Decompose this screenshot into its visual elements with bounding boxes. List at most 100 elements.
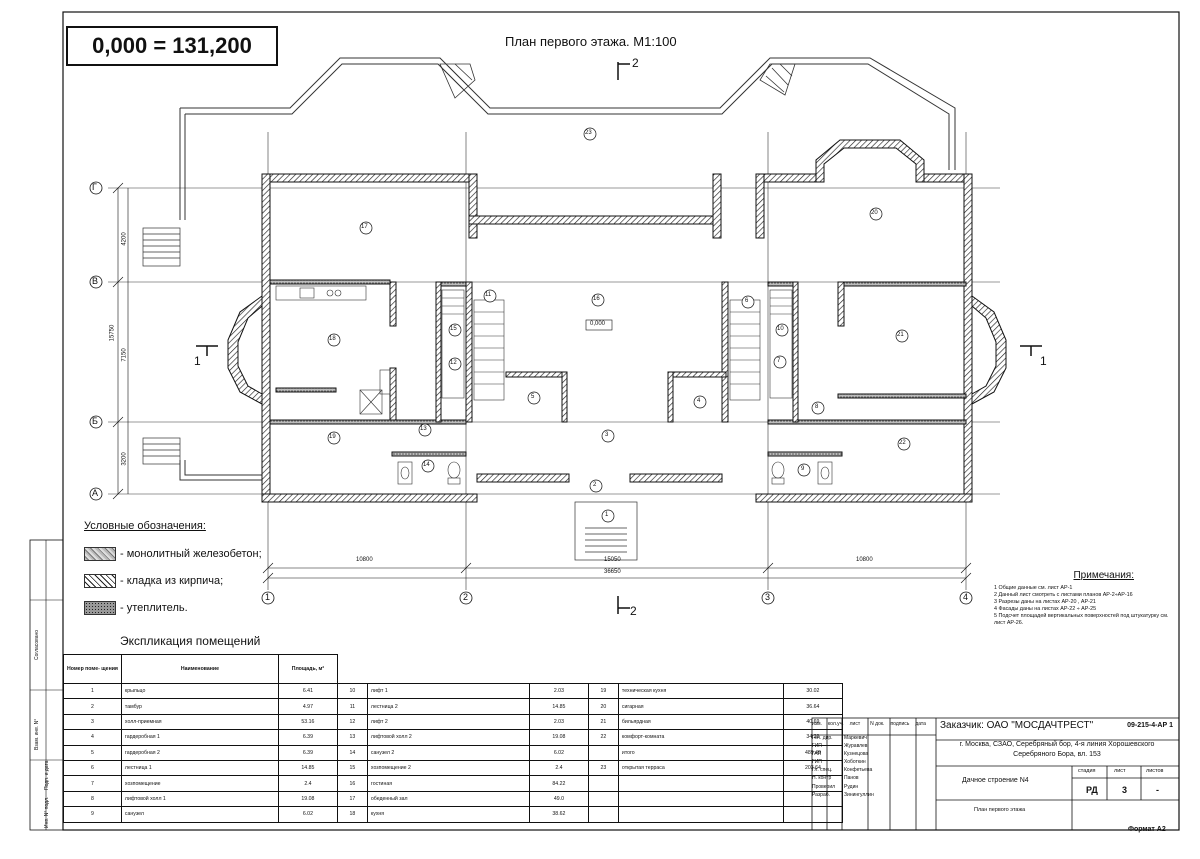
room-number-18: 18 [329,336,336,342]
room-number-20: 20 [871,210,878,216]
side-stair-bottom [142,437,181,465]
floor-level-label: 0,000 [590,321,606,327]
signature-column-header: кол.уч. [827,721,844,727]
note-item: 2 Данный лист смотреть с листами планов … [994,592,1133,598]
table-cell: 30.02 [782,682,843,700]
side-stamp-inv: Инв. N° подл. [44,796,50,828]
table-cell: 19 [587,682,619,700]
table-cell: гардеробная 1 [120,729,279,746]
table-cell: 20 [587,698,619,715]
table-cell: 6 [63,759,122,777]
axis-label-3: 3 [765,592,771,602]
room-number-3: 3 [605,432,609,438]
signature-role: ГАП [812,751,822,758]
table-cell: итого [617,744,784,761]
table-cell: 8 [63,790,122,808]
table-cell: 3 [63,713,122,731]
dim-3-4: 10800 [856,557,873,563]
table-cell: 2 [63,698,122,715]
table-cell [587,775,619,792]
table-cell: 22 [587,729,619,746]
elevation-mark: 0,000 = 131,200 [66,26,278,66]
table-header-row: Номер поме- щения Наименование Площадь, … [63,654,843,684]
legend-item: - утеплитель. [84,594,262,621]
note-item: 5 Подсчет площадей вертикальных поверхно… [994,613,1169,626]
room-number-7: 7 [777,358,781,364]
table-cell: 5 [63,744,122,761]
signature-role: ГИП [812,759,822,766]
signature-row: Ген. дир.Маркевич [812,734,874,742]
table-cell: 6.02 [277,806,338,823]
table-cell: 14 [336,744,368,761]
room-number-4: 4 [697,398,701,404]
room-number-15: 15 [450,326,457,332]
table-cell: 9 [63,806,122,823]
sheet-value: 3 [1122,785,1128,795]
table-cell: хозпомещение [120,775,279,792]
signature-role: Проверил [812,783,836,790]
notes: Примечания: 1 Общие данные см. лист АР-1… [994,570,1174,627]
table-cell: 4.97 [277,698,338,715]
address: г. Москва, СЗАО, Серебряный бор, 4-я лин… [959,741,1155,758]
section-label-top: 2 [632,56,639,70]
table-cell: 17 [336,790,368,808]
room-number-23: 23 [585,130,592,136]
table-cell: 7 [63,775,122,792]
dim-V-B: 7150 [121,348,128,362]
sheet-name: План первого этажа [974,807,1026,813]
table-cell: 14.85 [528,698,589,715]
notes-title: Примечания: [1073,570,1134,581]
dim-total-vertical: 15750 [109,324,116,342]
note-item: 1 Общие данные см. лист АР-1 [994,585,1073,591]
table-cell: 4 [63,729,122,746]
table-cell: 2.03 [528,682,589,700]
signature-name: Конфетьева [844,767,873,774]
table-cell [617,775,784,792]
table-cell: 2.4 [277,775,338,792]
signature-row: Разраб.Зинингуллин [812,791,874,799]
table-cell: 21 [587,713,619,731]
table-cell [587,744,619,761]
table-cell: 23 [587,759,619,777]
table-cell [617,806,784,823]
axis-label-B: Б [92,416,98,426]
legend-item: - кладка из кирпича; [84,567,262,594]
signature-column-header: изм. [812,721,822,727]
table-cell: крыльцо [120,682,279,700]
table-cell: 6.41 [277,682,338,700]
dim-total: 36650 [604,569,621,575]
table-cell: лифтовой холл 1 [120,790,279,808]
signature-name: Маркевич [844,735,867,741]
table-cell [587,790,619,808]
kitchen-fixtures [275,285,391,415]
room-number-11: 11 [485,292,492,298]
table-cell: 13 [336,729,368,746]
signature-name: Журавлев [844,743,868,750]
axis-bubbles [89,181,973,605]
section-label-right: 1 [1040,354,1047,368]
sheet-frame [62,11,1180,831]
axis-label-1: 1 [265,592,271,602]
table-cell [587,806,619,823]
section-label-left: 1 [194,354,201,368]
table-cell: 11 [336,698,368,715]
table-cell: 6.39 [277,729,338,746]
side-stair-top [142,227,181,267]
axis-label-4: 4 [963,592,969,602]
table-cell: санузел 2 [366,744,530,761]
table-cell: тамбур [120,698,279,715]
insulation-swatch [84,600,116,615]
floor-level-box [585,319,613,331]
